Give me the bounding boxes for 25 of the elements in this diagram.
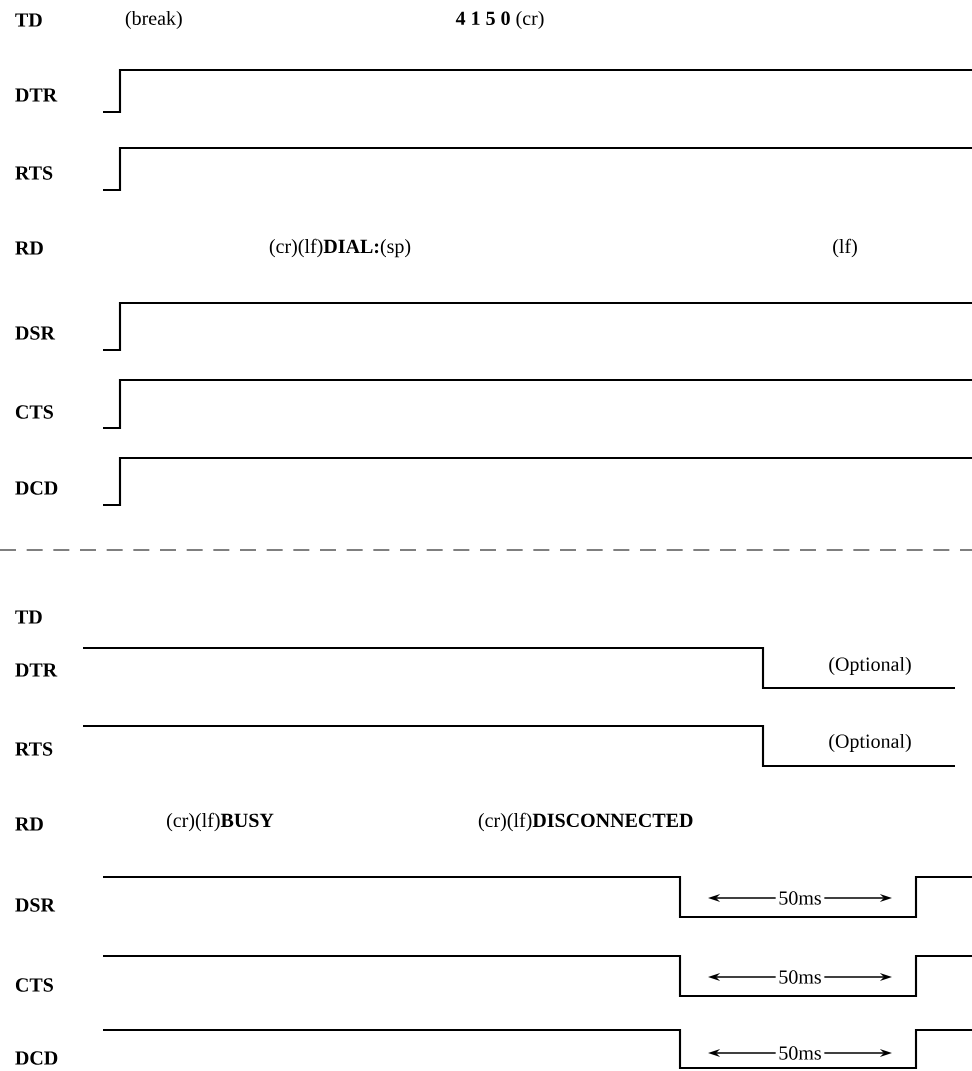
signal-name: TD bbox=[15, 13, 42, 27]
duration-label: 50ms bbox=[775, 888, 825, 908]
signal-name: DTR bbox=[15, 663, 58, 677]
data-label: (cr)(lf)DISCONNECTED bbox=[478, 812, 693, 832]
signal-name: CTS bbox=[15, 405, 53, 419]
data-label: (lf) bbox=[833, 238, 857, 258]
data-label: (break) bbox=[125, 10, 182, 30]
data-label: (cr)(lf)BUSY bbox=[167, 812, 274, 832]
data-label: (cr)(lf)DIAL:(sp) bbox=[269, 238, 411, 258]
signal-name: TD bbox=[15, 610, 42, 624]
signal-name: RTS bbox=[15, 166, 53, 180]
signal-name: RD bbox=[15, 817, 43, 831]
duration-label: 50ms bbox=[775, 967, 825, 987]
signal-name: CTS bbox=[15, 978, 53, 992]
signal-name: DSR bbox=[15, 326, 56, 340]
signal-name: RD bbox=[15, 241, 43, 255]
data-label: 4 1 5 0 (cr) bbox=[455, 10, 544, 30]
signal-name: DCD bbox=[15, 1051, 58, 1065]
signal-name: DCD bbox=[15, 481, 58, 495]
signal-name: DSR bbox=[15, 898, 56, 912]
duration-label: 50ms bbox=[775, 1043, 825, 1063]
note-label: (Optional) bbox=[829, 656, 911, 676]
signal-name: DTR bbox=[15, 88, 58, 102]
note-label: (Optional) bbox=[829, 733, 911, 753]
signal-name: RTS bbox=[15, 742, 53, 756]
